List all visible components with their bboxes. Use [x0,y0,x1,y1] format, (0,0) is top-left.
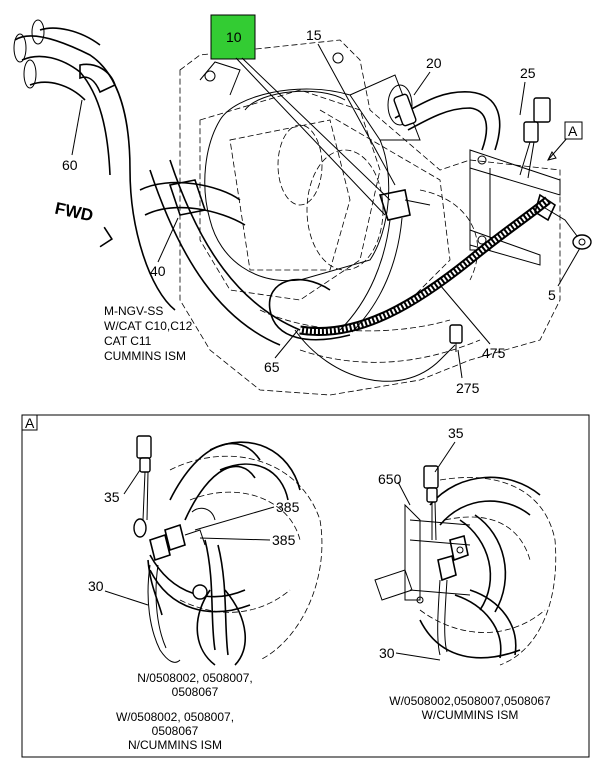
leader-lines [71,43,581,379]
callout-275[interactable]: 275 [456,380,480,396]
callout-60[interactable]: 60 [62,157,78,173]
battery-cable [299,193,592,336]
detail-right-caption-line2: W/CUMMINS ISM [422,708,519,722]
detail-right-view: 35 650 30 W/0508002,0508007,0508067 W/CU… [374,425,557,722]
engine-outline [179,39,561,396]
detail-marker-box [21,414,38,431]
detail-left-caption1-line2: 0508067 [172,685,219,699]
detail-left-callout-385-upper[interactable]: 385 [276,499,300,515]
sensor-275 [449,324,463,352]
coolant-hoses [13,19,301,346]
view-marker-a[interactable]: A [568,123,578,139]
detail-right-callout-650[interactable]: 650 [378,471,402,487]
mounting-bracket [469,149,561,266]
callout-20[interactable]: 20 [426,55,442,71]
detail-left-caption2-line3: N/CUMMINS ISM [128,738,222,752]
callout-65[interactable]: 65 [264,359,280,375]
detail-left-callout-35[interactable]: 35 [104,489,120,505]
detail-left-callout-30[interactable]: 30 [88,578,104,594]
callout-40[interactable]: 40 [150,263,166,279]
detail-right-callout-35[interactable]: 35 [448,425,464,441]
detail-frame [21,414,590,758]
note-line-1: M-NGV-SS [104,304,163,318]
starter-motor [199,52,421,282]
upper-coolant-pipe [393,91,501,151]
fwd-label: FWD [53,199,95,226]
fwd-arrow: FWD [53,199,113,248]
loop-cable-65 [268,278,456,382]
callout-15[interactable]: 15 [306,27,322,43]
detail-marker-a: A [25,415,35,431]
cable-10-clamp [339,189,431,333]
note-line-3: CAT C11 [104,334,152,348]
detail-left-caption1-line1: N/0508002, 0508007, [137,671,252,685]
detail-left-caption2-line1: W/0508002, 0508007, [116,710,234,724]
callout-5[interactable]: 5 [548,287,556,303]
detail-left-caption2-line2: 0508067 [152,724,199,738]
note-line-4: CUMMINS ISM [104,349,186,363]
detail-left-callout-385-lower[interactable]: 385 [272,532,296,548]
callout-10-highlight [210,14,256,60]
detail-right-callout-30[interactable]: 30 [379,645,395,661]
main-view: FWD 10 15 20 25 60 40 5 65 475 275 [13,14,592,396]
callout-10[interactable]: 10 [226,29,242,45]
callout-25[interactable]: 25 [520,65,536,81]
view-marker-box [564,121,583,140]
note-line-2: W/CAT C10,C12 [104,319,193,333]
detail-left-view: 35 385 385 30 N/0508002, 0508007, 050806… [88,435,323,752]
callout-475[interactable]: 475 [482,345,506,361]
connector-25 [519,97,551,179]
detail-right-caption-line1: W/0508002,0508007,0508067 [389,694,551,708]
detail-view-a: A 35 [21,414,590,758]
